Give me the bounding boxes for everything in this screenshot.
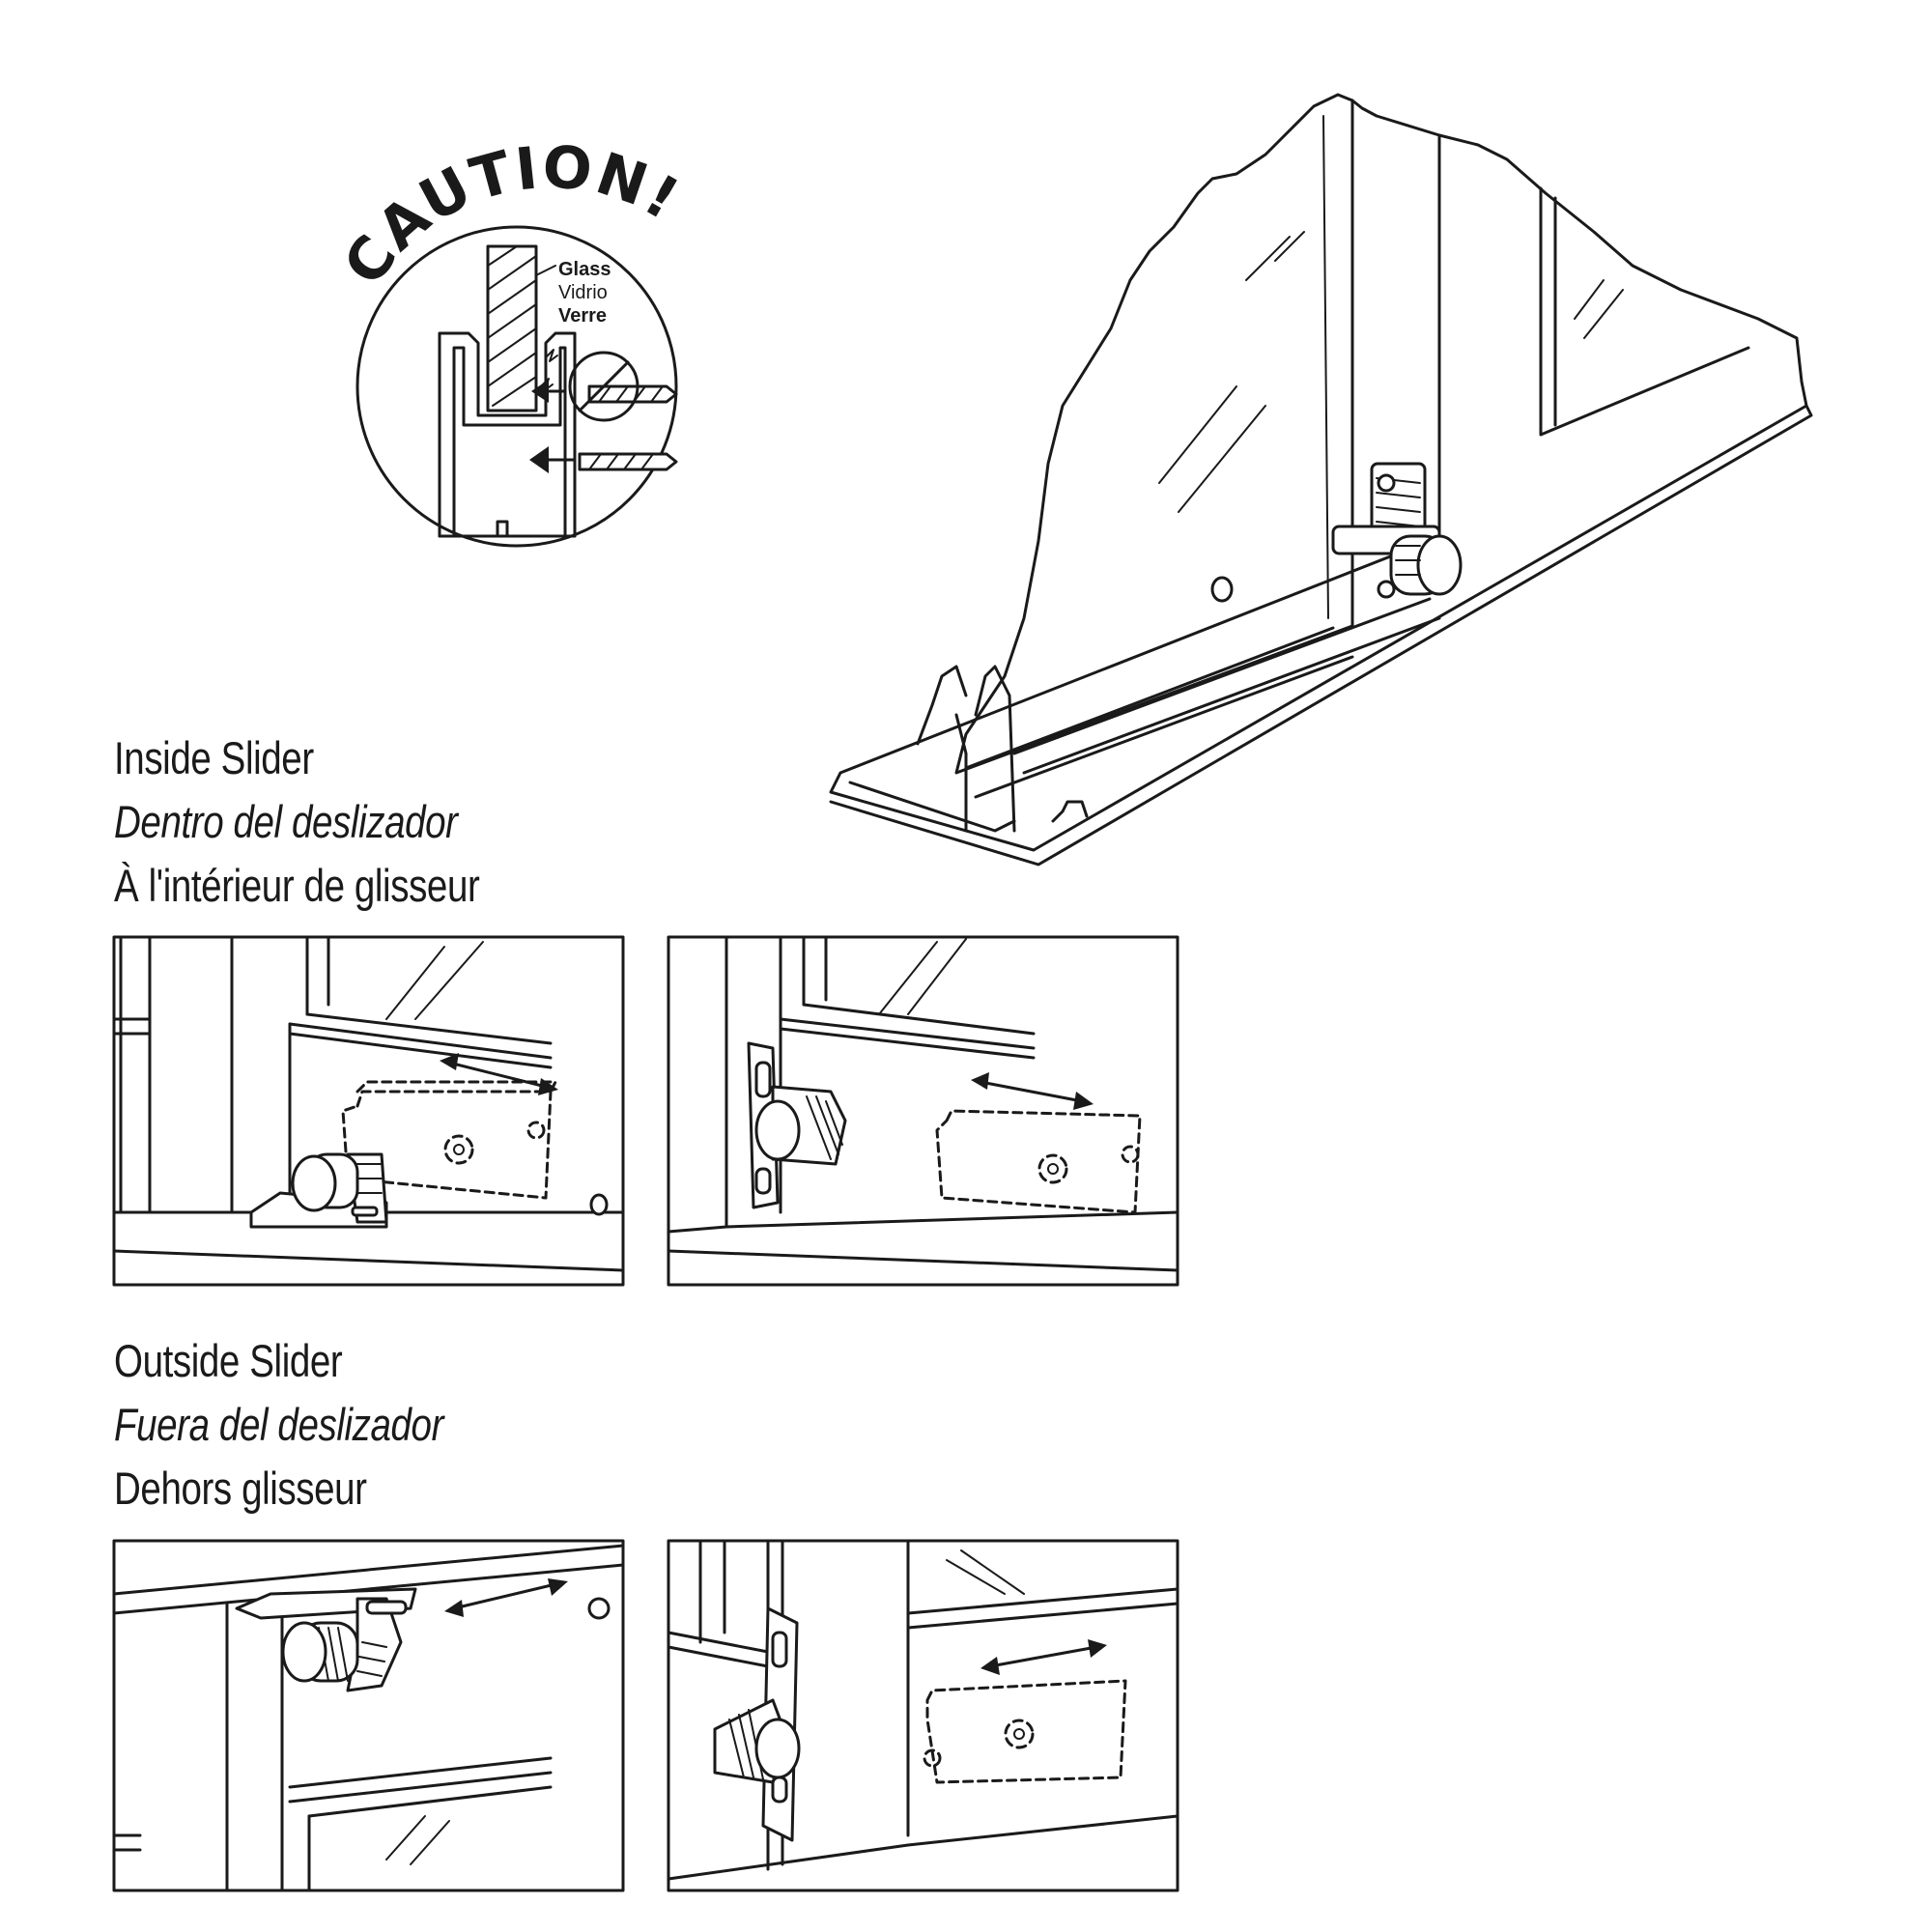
inside-slider-label-es: Dentro del deslizador <box>114 796 458 847</box>
inside-slider-panel-1 <box>112 935 625 1287</box>
glass-label-es: Vidrio <box>558 282 608 303</box>
inside-slider-panel-2 <box>667 935 1179 1287</box>
glass-label-en: Glass <box>558 259 611 280</box>
outside-slider-label-es: Fuera del deslizador <box>114 1399 444 1450</box>
drill-bit-icon <box>578 384 678 471</box>
outside-slider-label-fr: Dehors glisseur <box>114 1463 367 1514</box>
direction-arrow-icon <box>529 380 577 473</box>
outside-slider-panel-1 <box>112 1539 625 1892</box>
outside-slider-panel-2 <box>667 1539 1179 1892</box>
outside-slider-label-en: Outside Slider <box>114 1335 343 1386</box>
knurled-knob-icon <box>1331 525 1463 596</box>
inside-slider-label-en: Inside Slider <box>114 732 314 783</box>
caution-diagram <box>355 225 678 548</box>
prohibited-drill-icon <box>568 351 639 422</box>
door-track-illustration <box>829 93 1813 867</box>
inside-slider-label-fr: À l'intérieur de glisseur <box>114 860 480 911</box>
glass-label-fr: Verre <box>558 305 608 327</box>
